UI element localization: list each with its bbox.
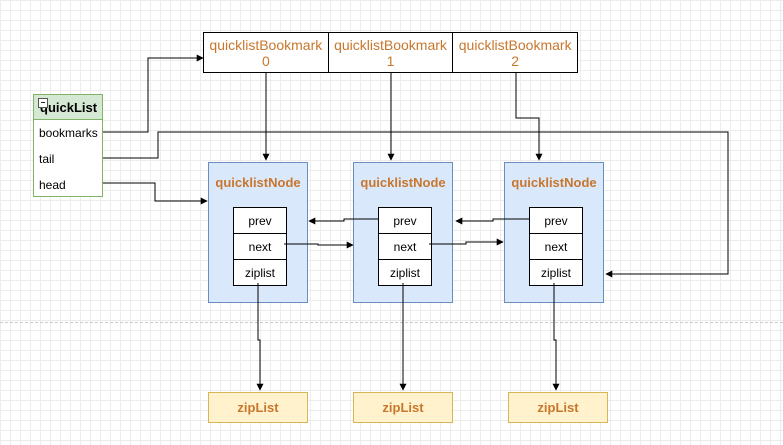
quicklist-node-1[interactable]: quicklistNode prev next ziplist [353, 162, 453, 303]
node-fields: prev next ziplist [529, 207, 583, 286]
arrow-bookmark2-to-node2 [515, 73, 543, 161]
quicklist-field-bookmarks[interactable]: bookmarks [39, 126, 98, 140]
node-field-ziplist[interactable]: ziplist [244, 265, 275, 280]
node-title: quicklistNode [511, 175, 597, 190]
ziplist-box-1[interactable]: zipList [353, 392, 453, 423]
bookmark-cell-2[interactable]: quicklistBookmark 2 [453, 33, 577, 72]
node-field-next[interactable]: next [379, 234, 431, 260]
arrow-node2-ziplist [552, 283, 560, 391]
quicklist-header[interactable]: − quickList [34, 95, 102, 120]
node-title: quicklistNode [215, 175, 301, 190]
node-field-next[interactable]: next [234, 234, 286, 260]
bookmark-name: quicklistBookmark [334, 36, 447, 53]
quicklist-field-head[interactable]: head [39, 178, 66, 192]
arrow-node1-prev [308, 217, 378, 225]
node-field-prev[interactable]: prev [379, 208, 431, 234]
collapse-toggle-icon[interactable]: − [38, 98, 48, 108]
bookmark-array[interactable]: quicklistBookmark 0 quicklistBookmark 1 … [203, 32, 578, 73]
arrow-head-to-first-node [103, 182, 208, 205]
bookmark-index: 1 [386, 52, 395, 69]
bookmark-index: 0 [261, 52, 270, 69]
bookmark-cell-1[interactable]: quicklistBookmark 1 [329, 33, 454, 72]
arrow-node0-ziplist [256, 283, 264, 391]
bookmark-name: quicklistBookmark [209, 36, 323, 53]
quicklist-node-0[interactable]: quicklistNode prev next ziplist [208, 162, 308, 303]
node-field-next[interactable]: next [530, 234, 582, 260]
node-field-ziplist[interactable]: ziplist [540, 265, 571, 280]
arrow-bookmarks-to-array [103, 54, 204, 133]
node-field-prev[interactable]: prev [234, 208, 286, 234]
quicklist-field-tail[interactable]: tail [39, 152, 55, 166]
arrow-node1-next [429, 238, 504, 246]
node-fields: prev next ziplist [378, 207, 432, 286]
arrow-node2-prev [455, 217, 529, 225]
ziplist-box-2[interactable]: zipList [508, 392, 608, 423]
page-divider [0, 322, 783, 323]
node-field-prev[interactable]: prev [530, 208, 582, 234]
quicklist-node-2[interactable]: quicklistNode prev next ziplist [504, 162, 604, 303]
node-field-ziplist[interactable]: ziplist [389, 265, 420, 280]
quicklist-title: quickList [40, 99, 98, 115]
bookmark-name: quicklistBookmark [458, 36, 572, 53]
node-fields: prev next ziplist [233, 207, 287, 286]
node-title: quicklistNode [360, 175, 446, 190]
arrow-node0-next [284, 241, 354, 249]
bookmark-index: 2 [511, 52, 520, 69]
ziplist-box-0[interactable]: zipList [208, 392, 308, 423]
arrow-tail-to-last-node [103, 131, 729, 278]
bookmark-cell-0[interactable]: quicklistBookmark 0 [204, 33, 329, 72]
quicklist-struct[interactable]: − quickList bookmarks tail head [33, 94, 103, 197]
